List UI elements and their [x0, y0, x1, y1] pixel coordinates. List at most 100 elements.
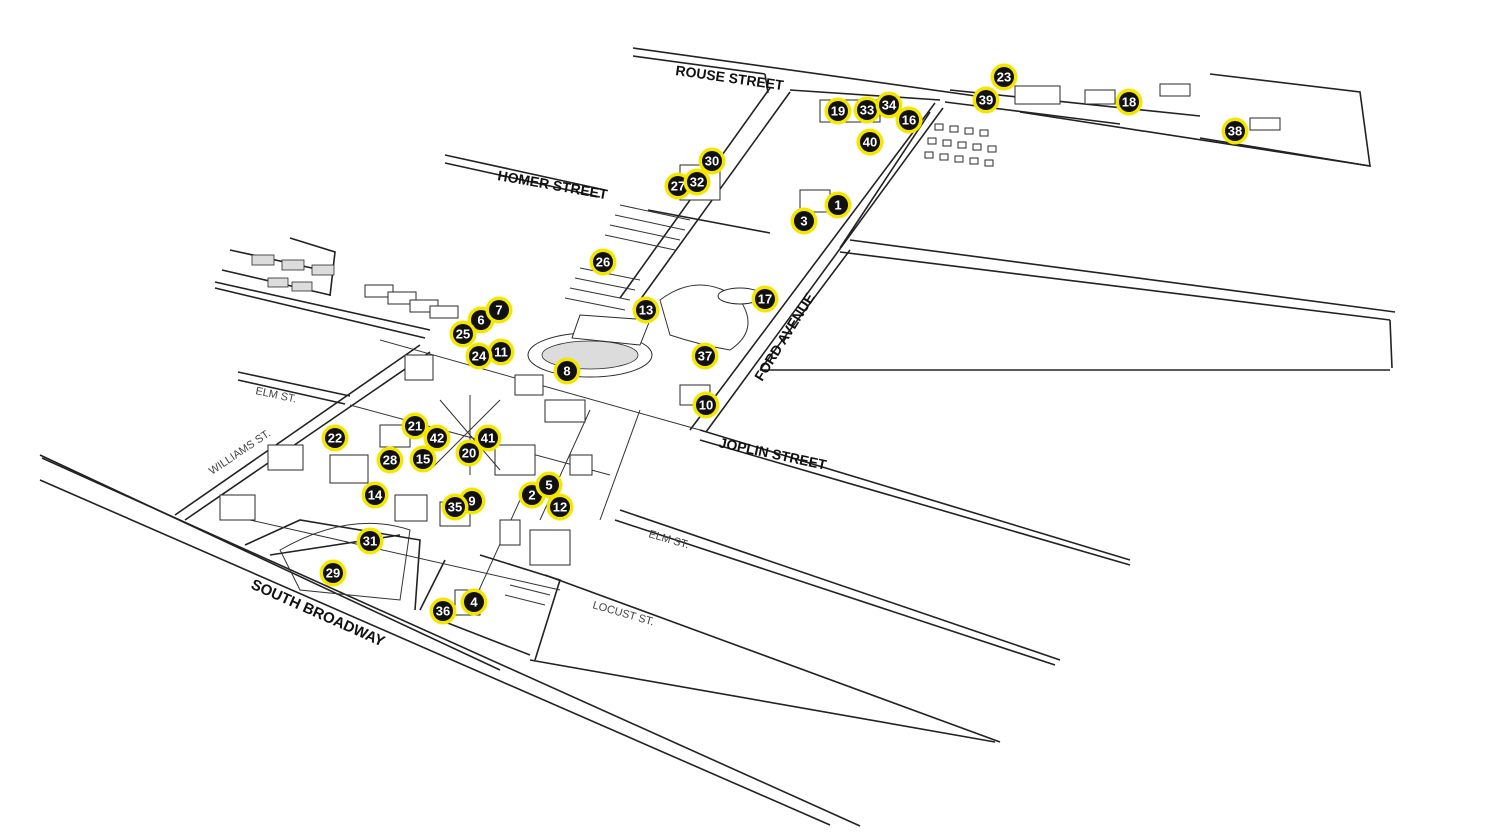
building-marker-19[interactable]: 19	[824, 97, 852, 125]
building-marker-4[interactable]: 4	[460, 588, 488, 616]
marker-dot	[1225, 121, 1245, 141]
building-marker-30[interactable]: 30	[698, 147, 726, 175]
marker-dot	[976, 90, 996, 110]
building-marker-35[interactable]: 35	[441, 493, 469, 521]
street-label-elm-west: ELM ST.	[254, 385, 297, 405]
marker-dot	[325, 428, 345, 448]
building-marker-41[interactable]: 41	[474, 424, 502, 452]
marker-dot	[857, 100, 877, 120]
building-markers: 1234567891011121314151617181920212223242…	[319, 63, 1249, 625]
marker-label: 9	[468, 494, 475, 509]
building-marker-28[interactable]: 28	[376, 446, 404, 474]
marker-label: 36	[436, 604, 450, 619]
marker-dot	[794, 211, 814, 231]
building-marker-37[interactable]: 37	[691, 342, 719, 370]
building-marker-5[interactable]: 5	[535, 471, 563, 499]
building-marker-24[interactable]: 24	[465, 342, 493, 370]
marker-dot	[413, 449, 433, 469]
building-marker-39[interactable]: 39	[972, 86, 1000, 114]
marker-label: 12	[553, 500, 567, 515]
marker-dot	[899, 110, 919, 130]
marker-label: 33	[860, 103, 874, 118]
marker-label: 16	[902, 113, 916, 128]
marker-dot	[828, 101, 848, 121]
marker-dot	[433, 601, 453, 621]
marker-label: 25	[456, 327, 470, 342]
building-marker-1[interactable]: 1	[824, 191, 852, 219]
building-marker-13[interactable]: 13	[632, 296, 660, 324]
building-marker-20[interactable]: 20	[455, 439, 483, 467]
marker-dot	[860, 132, 880, 152]
cottage-cluster	[924, 123, 997, 167]
marker-dot	[695, 346, 715, 366]
marker-dot	[879, 95, 899, 115]
building-marker-23[interactable]: 23	[990, 63, 1018, 91]
marker-dot	[459, 443, 479, 463]
marker-dot	[557, 361, 577, 381]
building-marker-18[interactable]: 18	[1115, 88, 1143, 116]
street-label-joplin: JOPLIN STREET	[717, 434, 828, 473]
marker-label: 4	[470, 595, 478, 610]
marker-label: 8	[563, 364, 570, 379]
marker-dot	[478, 428, 498, 448]
marker-dot	[550, 497, 570, 517]
marker-label: 28	[383, 453, 397, 468]
marker-dot	[755, 289, 775, 309]
marker-dot	[668, 176, 688, 196]
marker-label: 11	[494, 345, 508, 360]
building-marker-17[interactable]: 17	[751, 285, 779, 313]
building-marker-10[interactable]: 10	[692, 391, 720, 419]
building-marker-34[interactable]: 34	[875, 91, 903, 119]
building-marker-14[interactable]: 14	[361, 481, 389, 509]
building-marker-25[interactable]: 25	[449, 320, 477, 348]
marker-label: 1	[834, 198, 841, 213]
marker-label: 6	[477, 313, 484, 328]
building-marker-42[interactable]: 42	[423, 424, 451, 452]
marker-dot	[994, 67, 1014, 87]
building-marker-15[interactable]: 15	[409, 445, 437, 473]
building-marker-40[interactable]: 40	[856, 128, 884, 156]
street-label-homer: HOMER STREET	[496, 167, 609, 202]
marker-label: 13	[639, 303, 653, 318]
marker-label: 23	[997, 70, 1011, 85]
marker-label: 15	[416, 452, 430, 467]
building-marker-11[interactable]: 11	[487, 338, 515, 366]
building-marker-38[interactable]: 38	[1221, 117, 1249, 145]
marker-label: 27	[671, 179, 685, 194]
marker-dot	[360, 531, 380, 551]
marker-label: 30	[705, 154, 719, 169]
marker-label: 37	[698, 349, 712, 364]
marker-label: 38	[1228, 124, 1242, 139]
marker-label: 34	[882, 98, 897, 113]
marker-label: 20	[462, 446, 476, 461]
building-marker-26[interactable]: 26	[589, 248, 617, 276]
building-marker-31[interactable]: 31	[356, 527, 384, 555]
marker-label: 18	[1122, 95, 1136, 110]
marker-label: 35	[448, 500, 462, 515]
marker-dot	[491, 342, 511, 362]
building-marker-33[interactable]: 33	[853, 96, 881, 124]
marker-dot	[489, 300, 509, 320]
marker-dot	[380, 450, 400, 470]
marker-dot	[405, 416, 425, 436]
marker-dot	[636, 300, 656, 320]
building-marker-29[interactable]: 29	[319, 559, 347, 587]
building-marker-7[interactable]: 7	[485, 296, 513, 324]
marker-label: 10	[699, 398, 713, 413]
building-marker-3[interactable]: 3	[790, 207, 818, 235]
marker-dot	[427, 428, 447, 448]
street-labels: ROUSE STREET HOMER STREET FORD AVENUE JO…	[207, 62, 828, 650]
marker-label: 3	[800, 214, 807, 229]
building-marker-16[interactable]: 16	[895, 106, 923, 134]
building-marker-21[interactable]: 21	[401, 412, 429, 440]
building-marker-22[interactable]: 22	[321, 424, 349, 452]
marker-dot	[365, 485, 385, 505]
building-marker-36[interactable]: 36	[429, 597, 457, 625]
marker-label: 26	[596, 255, 610, 270]
building-marker-8[interactable]: 8	[553, 357, 581, 385]
marker-label: 2	[528, 488, 535, 503]
marker-label: 31	[363, 534, 377, 549]
building-marker-32[interactable]: 32	[683, 168, 711, 196]
marker-dot	[1119, 92, 1139, 112]
building-marker-12[interactable]: 12	[546, 493, 574, 521]
